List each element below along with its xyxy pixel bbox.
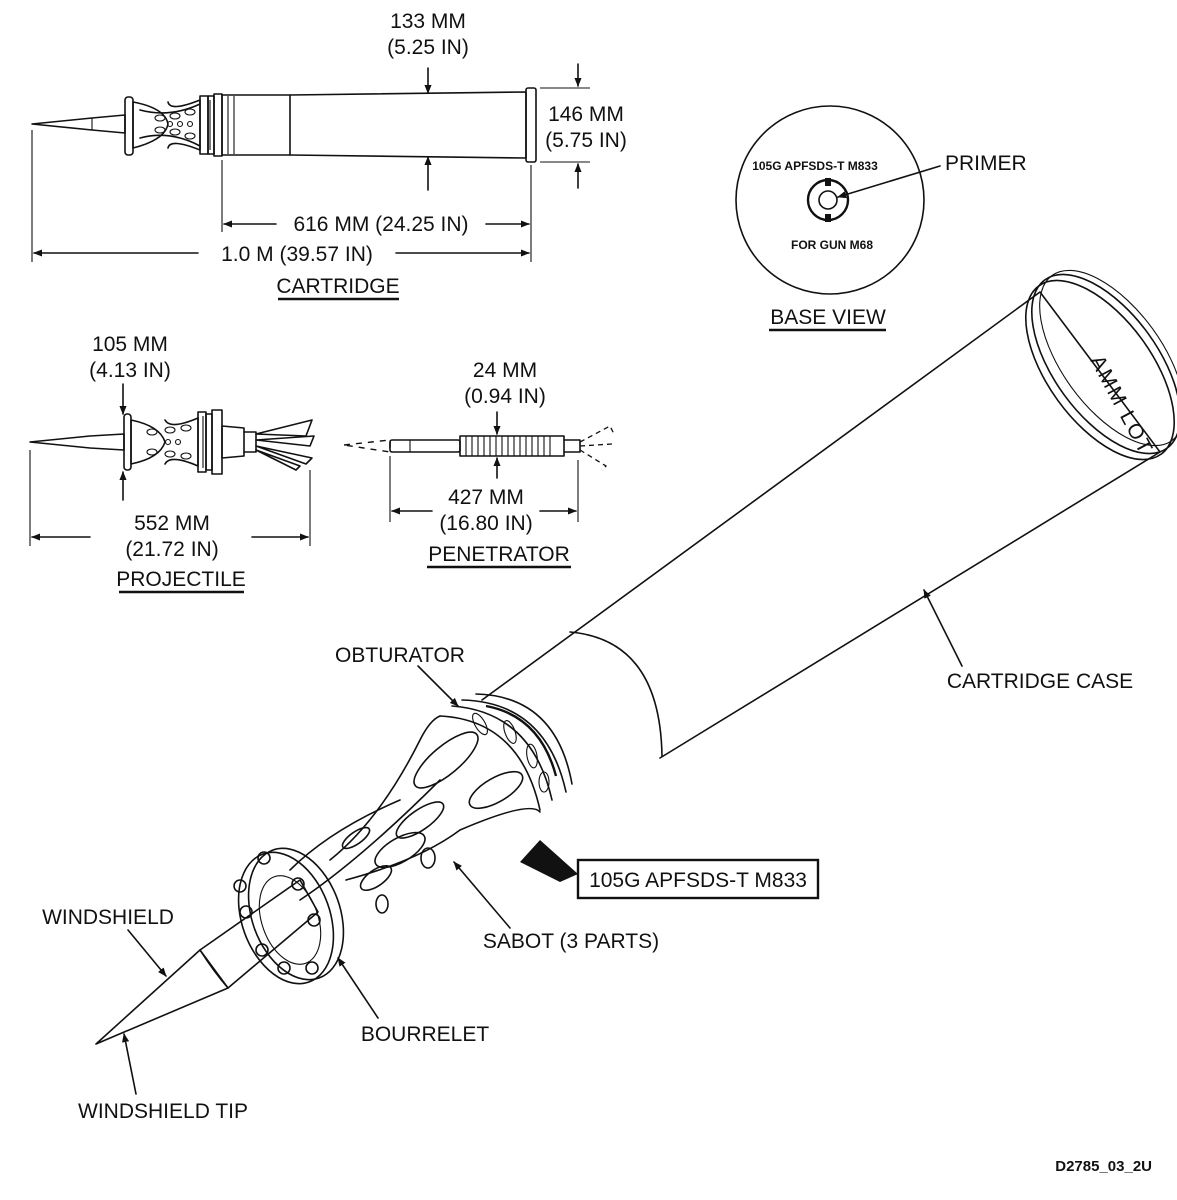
cartridge-bourrelet-shape	[124, 96, 134, 156]
sabot-label: SABOT (3 PARTS)	[483, 930, 659, 953]
primer-label: PRIMER	[945, 152, 1027, 175]
projectile-title: PROJECTILE	[116, 568, 246, 591]
penetrator-diameter-in: (0.94 IN)	[464, 385, 546, 408]
windshield-label: WINDSHIELD	[42, 906, 174, 929]
cartridge-width-mm: 133 MM	[390, 10, 466, 33]
cartridge-base-dia-in: (5.75 IN)	[545, 129, 627, 152]
perspective-windshield	[95, 949, 229, 1045]
projectile-length-in: (21.72 IN)	[125, 538, 218, 561]
cartridge-case-shape	[221, 91, 527, 159]
penetrator-title: PENETRATOR	[428, 543, 570, 566]
perspective-obturator	[439, 693, 573, 811]
projectile-diameter-mm: 105 MM	[92, 333, 168, 356]
perspective-case-base: AMM LOT	[1024, 269, 1177, 461]
perspective-cartridge-case	[481, 291, 1161, 759]
cartridge-obturator-shape	[199, 93, 223, 157]
cartridge-sabot-holes	[154, 108, 196, 140]
perspective-bourrelet	[233, 847, 345, 985]
penetrator-length-in: (16.80 IN)	[439, 512, 532, 535]
cartridge-base-rim	[525, 87, 537, 163]
base-stamp-top: 105G APFSDS-T M833	[752, 159, 878, 173]
cartridge-case-length: 616 MM (24.25 IN)	[293, 213, 468, 236]
perspective-sabot	[289, 715, 541, 914]
cartridge-total-length: 1.0 M (39.57 IN)	[221, 243, 373, 266]
penetrator-view: 24 MM (0.94 IN) 427 MM (16.80 IN) PENETR…	[343, 359, 615, 569]
figure-id: D2785_03_2U	[1055, 1158, 1152, 1175]
obturator-label: OBTURATOR	[335, 644, 465, 667]
base-view-circle	[735, 105, 925, 295]
perspective-view: AMM LOT	[42, 269, 1177, 1123]
base-view-title: BASE VIEW	[770, 306, 886, 329]
cartridge-width-in: (5.25 IN)	[387, 36, 469, 59]
base-view: 105G APFSDS-T M833 FOR GUN M68 PRIMER BA…	[735, 105, 1027, 332]
projectile-view: 105 MM (4.13 IN) 552 MM (21.72 IN) PROJE…	[29, 333, 315, 594]
cartridge-title: CARTRIDGE	[276, 275, 399, 298]
penetrator-threads	[465, 436, 551, 456]
marking-box-text: 105G APFSDS-T M833	[589, 869, 807, 892]
cartridge-base-dia-mm: 146 MM	[548, 103, 624, 126]
projectile-diameter-in: (4.13 IN)	[89, 359, 171, 382]
cartridge-side-view: 133 MM (5.25 IN) 146 MM (5.75 IN) 616 MM…	[31, 10, 627, 301]
marking-box	[576, 858, 820, 900]
cartridge-case-label: CARTRIDGE CASE	[947, 670, 1133, 693]
case-stamp-text: AMM LOT	[1086, 352, 1158, 460]
projectile-length-mm: 552 MM	[134, 512, 210, 535]
penetrator-diameter-mm: 24 MM	[473, 359, 537, 382]
penetrator-length-mm: 427 MM	[448, 486, 524, 509]
cartridge-windshield-shape	[31, 114, 126, 134]
windshield-tip-label: WINDSHIELD TIP	[78, 1100, 248, 1123]
base-stamp-bottom: FOR GUN M68	[791, 238, 873, 252]
bourrelet-label: BOURRELET	[361, 1023, 490, 1046]
